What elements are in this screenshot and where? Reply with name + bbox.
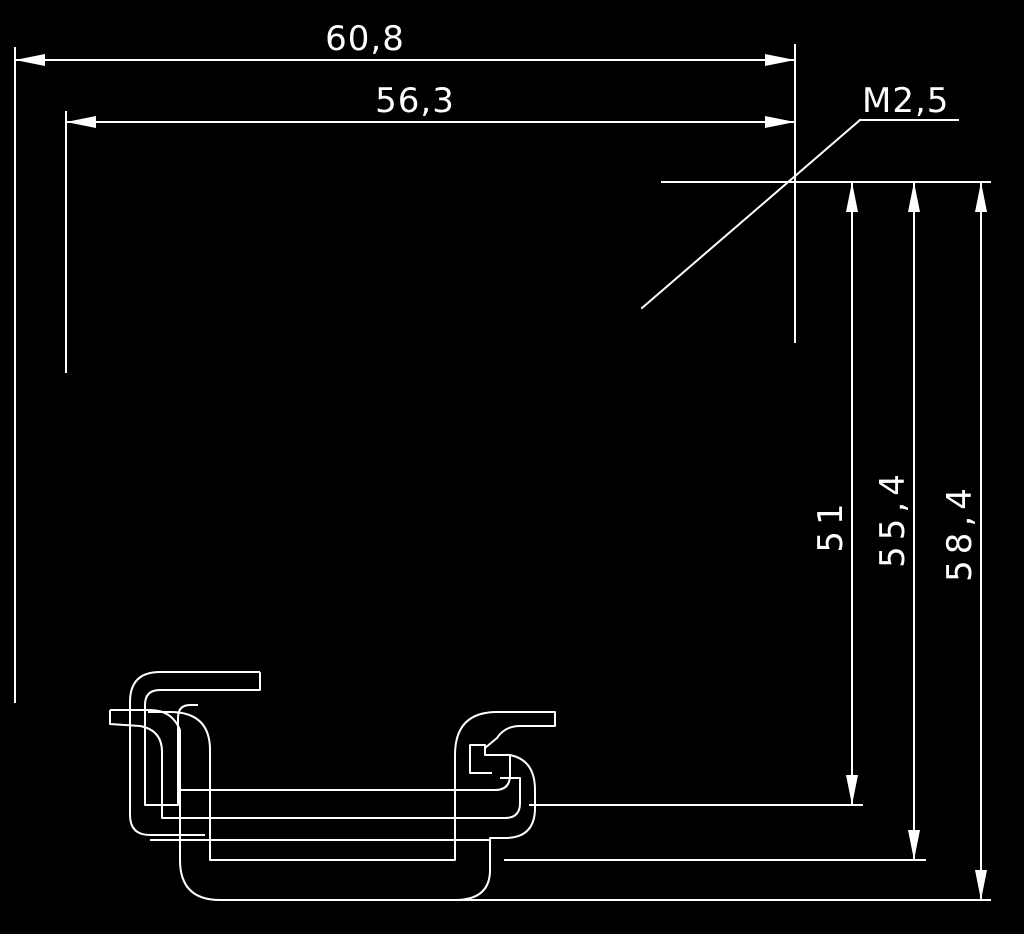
arrow-right-icon (765, 54, 795, 66)
thread-callout: M2,5 (640, 81, 959, 310)
dimension-label-height-small: 51 (811, 497, 851, 552)
dimension-height-small: 51 (811, 181, 858, 806)
dimension-label-height-medium: 55,4 (873, 468, 913, 568)
arrow-left-icon (66, 116, 96, 128)
arrow-down-icon (975, 870, 987, 900)
dimension-label-width-inner: 56,3 (375, 81, 455, 121)
dimension-height-medium: 55,4 (873, 181, 920, 861)
dimension-label-height-large: 58,4 (940, 482, 980, 582)
arrow-up-icon (846, 182, 858, 212)
arrow-left-icon (15, 54, 45, 66)
rail-profile-a (129, 671, 261, 836)
rail-profile-c (148, 711, 556, 901)
arrow-up-icon (975, 182, 987, 212)
arrow-up-icon (908, 182, 920, 212)
rail-profile-b (109, 709, 521, 819)
thread-label: M2,5 (862, 81, 949, 121)
leader-line (640, 118, 862, 310)
arrow-down-icon (846, 775, 858, 805)
arrow-down-icon (908, 830, 920, 860)
dimension-label-width-overall: 60,8 (325, 19, 405, 59)
dimension-width-inner: 56,3 (65, 81, 796, 373)
dimension-height-large: 58,4 (940, 181, 987, 901)
dimension-width-overall: 60,8 (14, 19, 796, 703)
rail-profiles (109, 671, 556, 901)
arrow-right-icon (765, 116, 795, 128)
